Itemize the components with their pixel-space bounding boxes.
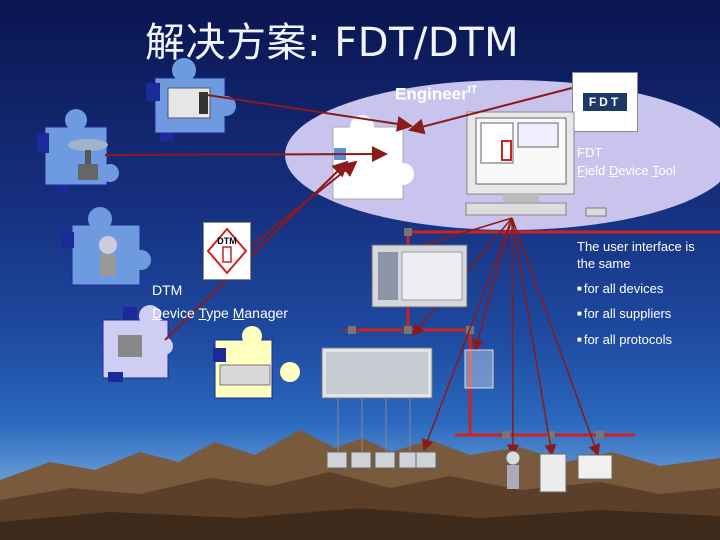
dtm-logo: DTM [203,222,251,280]
puzzle-piece-valve [37,109,119,193]
puzzle-piece-transmitter [61,207,151,285]
user-interface-text-line1: The user interface is [577,239,695,254]
controller-rack [372,245,467,307]
bullet-suppliers: for all suppliers [577,306,671,321]
fdt-label: FDT [577,145,602,160]
io-cables [338,398,410,452]
fdt-expansion: Field Device Tool [577,163,676,178]
field-devices [327,451,612,492]
ghost-device [465,350,493,388]
puzzle-piece-remote-io [213,326,300,398]
dtm-expansion: Device Type Manager [152,305,288,321]
dtm-logo-text: DTM [204,236,250,246]
user-interface-text-line2: the same [577,256,630,271]
io-rack [322,348,432,398]
puzzle-piece-frame [333,115,414,199]
bullet-protocols: for all protocols [577,332,672,347]
puzzle-piece-positioner [146,58,236,141]
dtm-label: DTM [152,282,182,298]
bullet-devices: for all devices [577,281,663,296]
